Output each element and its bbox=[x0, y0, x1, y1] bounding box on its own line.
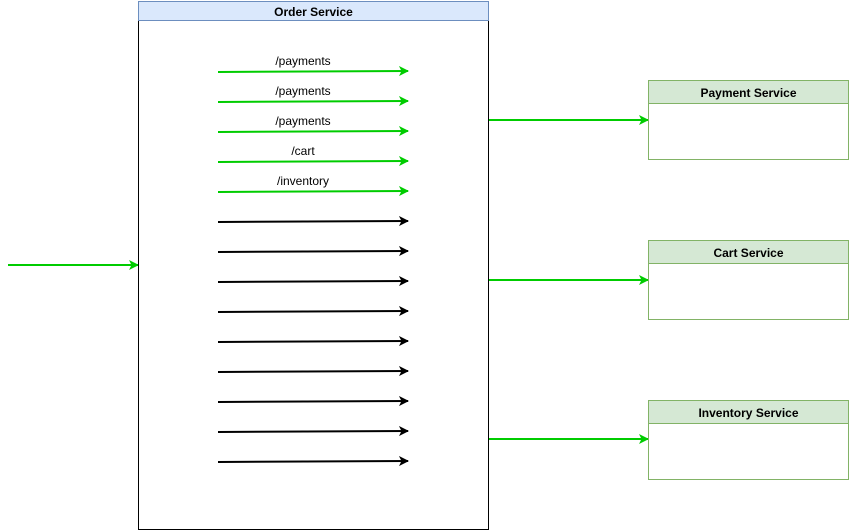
order-service-header bbox=[138, 1, 489, 21]
route-arrow-idle bbox=[217, 246, 409, 257]
route-arrow-idle bbox=[217, 456, 409, 467]
route-arrow-active bbox=[217, 186, 409, 197]
inventory-service-title: Inventory Service bbox=[698, 406, 798, 420]
cart-service-title: Cart Service bbox=[713, 246, 783, 260]
route-arrow-idle bbox=[217, 306, 409, 317]
route-arrow-idle bbox=[217, 276, 409, 287]
route-arrow-active bbox=[217, 156, 409, 167]
order-service-body bbox=[138, 1, 489, 530]
route-arrow-active bbox=[217, 66, 409, 77]
route-label: /payments bbox=[275, 114, 330, 128]
payment-service-box: Payment Service bbox=[648, 80, 849, 160]
payment-service-title: Payment Service bbox=[700, 86, 796, 100]
order-service-box: Order Service bbox=[138, 1, 489, 530]
route-label: /payments bbox=[275, 54, 330, 68]
cart-service-box: Cart Service bbox=[648, 240, 849, 320]
route-arrow-active bbox=[217, 96, 409, 107]
route-arrow-idle bbox=[217, 396, 409, 407]
route-arrow-idle bbox=[217, 336, 409, 347]
route-label: /payments bbox=[275, 84, 330, 98]
route-label: /cart bbox=[291, 144, 315, 158]
route-arrow-active bbox=[217, 126, 409, 137]
route-arrows: /payments/payments/payments/cart/invento… bbox=[217, 54, 409, 467]
order-service-title: Order Service bbox=[274, 5, 353, 19]
route-arrow-idle bbox=[217, 426, 409, 437]
route-label: /inventory bbox=[277, 174, 329, 188]
route-arrow-idle bbox=[217, 216, 409, 227]
route-arrow-idle bbox=[217, 366, 409, 377]
inventory-service-box: Inventory Service bbox=[648, 400, 849, 480]
